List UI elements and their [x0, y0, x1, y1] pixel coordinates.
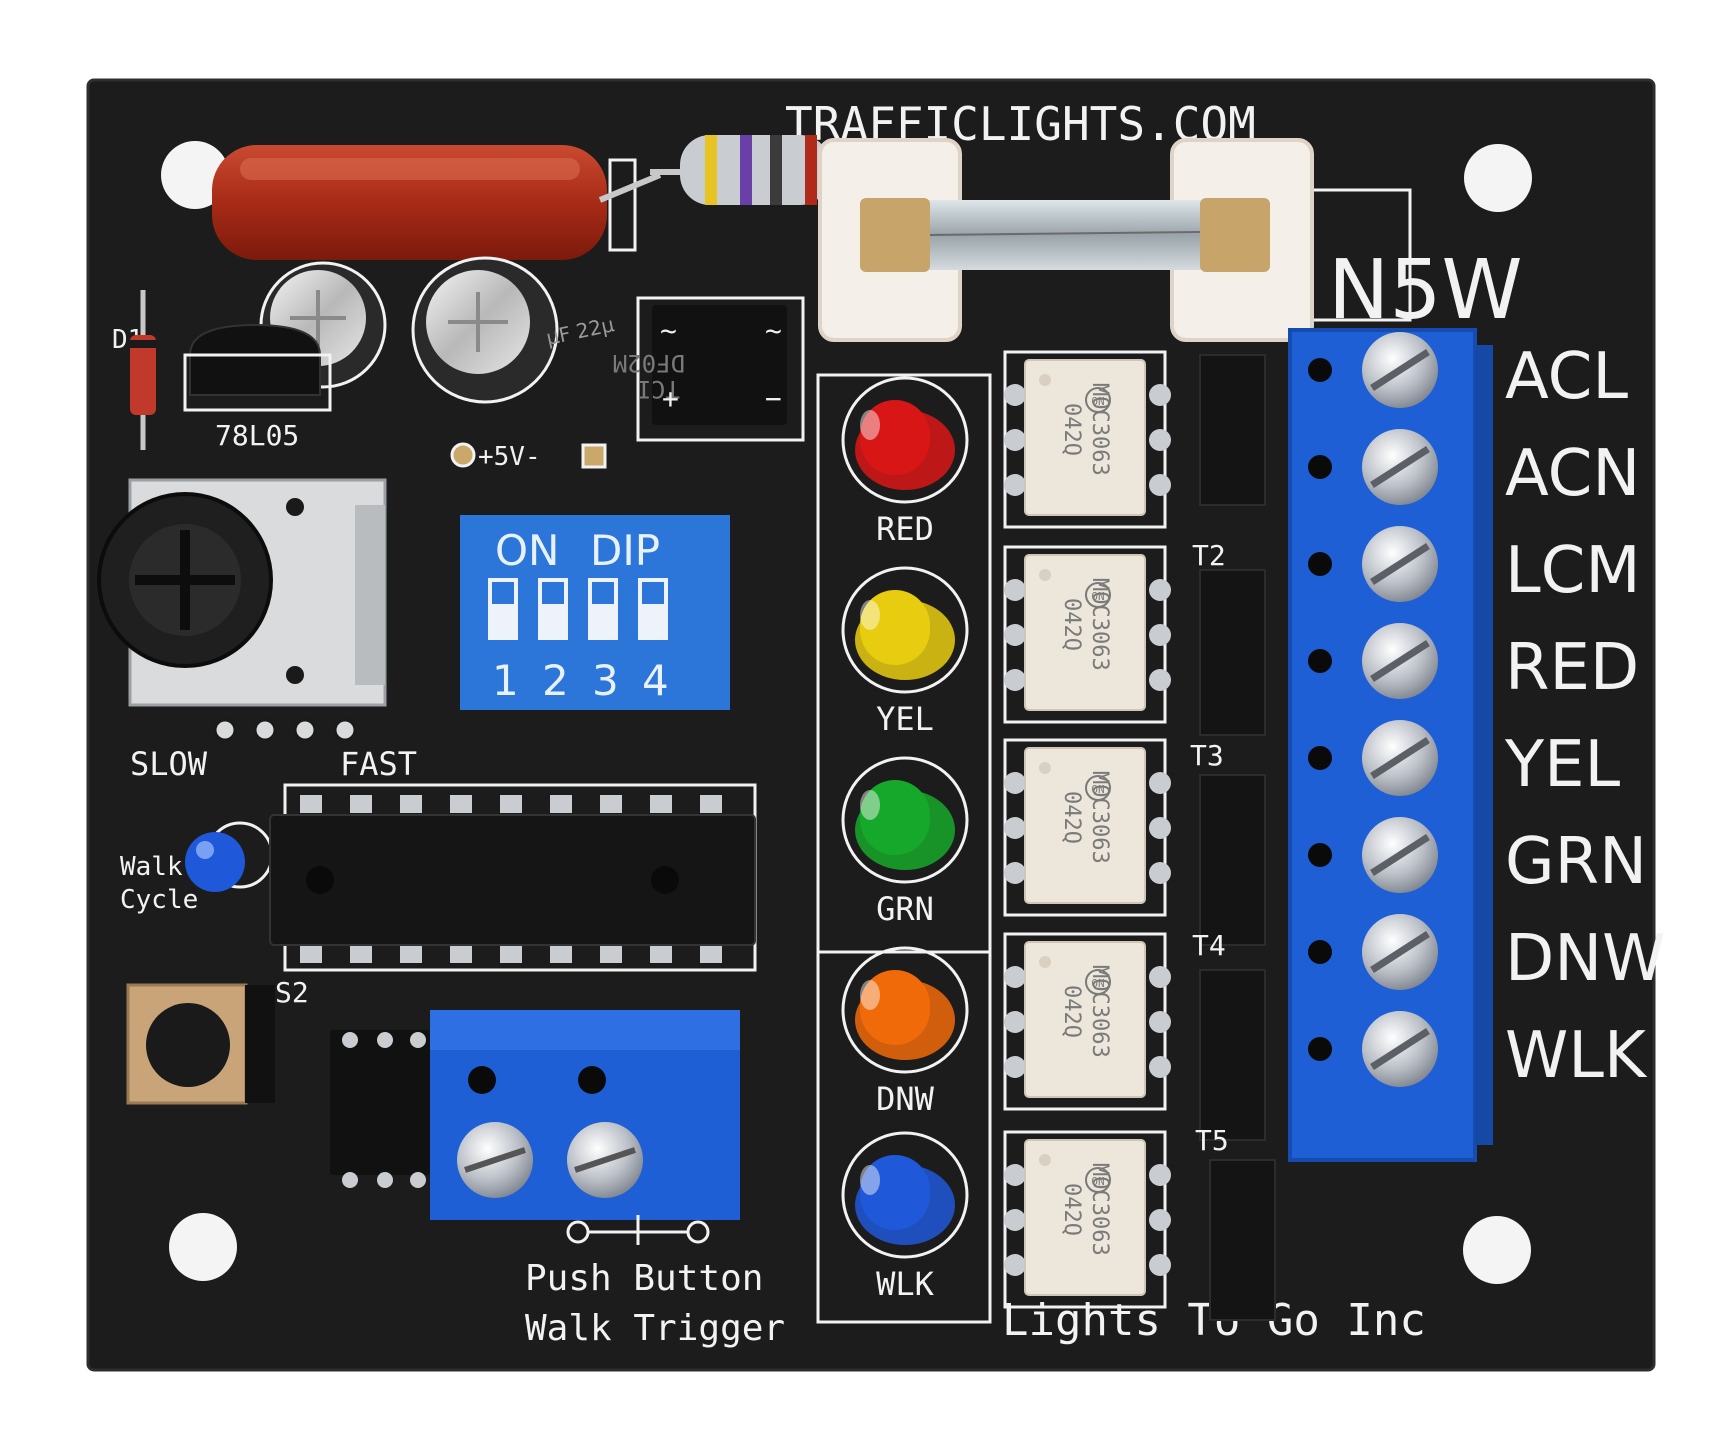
fuse-assembly	[818, 138, 1412, 342]
dip-switch: ON DIP 1 2 3 4	[460, 515, 730, 710]
cycle-label: Cycle	[120, 885, 198, 915]
terminal-lcm: LCM	[1308, 526, 1641, 608]
terminal-grn: GRN	[1308, 817, 1647, 899]
triac-label-t2: T2	[1192, 539, 1226, 572]
slow-label: SLOW	[130, 745, 208, 783]
triac-label-t4: T4	[1192, 929, 1226, 962]
terminal-label: ACL	[1505, 340, 1628, 414]
resistor	[650, 135, 830, 205]
opto-code: 042Q	[1059, 791, 1084, 844]
model-label: N5W	[1328, 243, 1523, 338]
opto-logo: ON	[1091, 590, 1104, 603]
opto-logo: ON	[1091, 977, 1104, 990]
dip-pos-3: 3	[592, 656, 619, 705]
led-grn: GRN	[841, 756, 969, 928]
terminal-screws: ACL ACN LCM RED YEL GRN DNW WLK	[1308, 332, 1665, 1093]
opto-logo: ON	[1091, 1175, 1104, 1188]
led-label: GRN	[876, 890, 934, 928]
triacs: T2 T3 T4 T5	[1190, 354, 1276, 1321]
triac-label-t3: T3	[1190, 739, 1224, 772]
regulator-label: 78L05	[215, 419, 299, 452]
dip-label: DIP	[590, 526, 660, 575]
push-button-legend: Push Button Walk Trigger	[525, 1215, 785, 1349]
supply-label: +5V-	[478, 442, 541, 472]
terminal-dnw: DNW	[1308, 914, 1665, 996]
opto-part: MOC3063	[1087, 771, 1112, 864]
terminal-yel: YEL	[1308, 720, 1621, 802]
led-label: WLK	[876, 1265, 935, 1303]
speed-potentiometer: SLOW FAST	[97, 478, 417, 783]
dip-pos-2: 2	[542, 656, 569, 705]
opto-part: MOC3063	[1087, 383, 1112, 476]
led-label: YEL	[876, 700, 934, 738]
bridge-rectifier: DF02M TCI ~ ~ + −	[613, 296, 805, 442]
push-button-terminal	[430, 1010, 740, 1220]
terminal-label: DNW	[1505, 922, 1665, 996]
opto-logo: ON	[1091, 783, 1104, 796]
terminal-label: RED	[1505, 631, 1639, 705]
terminal-label: LCM	[1505, 534, 1641, 608]
opto-code: 042Q	[1059, 985, 1084, 1038]
dip-pos-1: 1	[492, 656, 519, 705]
rectifier-ac-left: ~	[660, 314, 677, 347]
small-chip	[330, 1030, 430, 1188]
terminal-red: RED	[1308, 623, 1639, 705]
led-label: RED	[876, 510, 934, 548]
diode: D1	[112, 290, 156, 450]
led-column	[816, 373, 992, 1324]
fast-label: FAST	[340, 745, 417, 783]
microcontroller	[269, 783, 757, 972]
led-label: DNW	[876, 1080, 935, 1118]
led-red: RED	[841, 376, 969, 548]
optocouplers: MOC3063042QONMOC3063042QONMOC3063042QONM…	[1003, 350, 1171, 1309]
terminal-label: WLK	[1505, 1019, 1648, 1093]
terminal-wlk: WLK	[1308, 1011, 1648, 1093]
opto-code: 042Q	[1059, 1183, 1084, 1236]
switch-label: S2	[275, 976, 309, 1009]
opto-logo: ON	[1091, 395, 1104, 408]
push-button-label: Push Button	[525, 1258, 763, 1299]
opto-part: MOC3063	[1087, 1163, 1112, 1256]
opto-code: 042Q	[1059, 403, 1084, 456]
led-yel: YEL	[841, 566, 969, 738]
film-capacitor	[212, 145, 662, 260]
opto-part: MOC3063	[1087, 578, 1112, 671]
triac-label-t5: T5	[1195, 1124, 1229, 1157]
opto-code: 042Q	[1059, 598, 1084, 651]
led-wlk: WLK	[841, 1131, 969, 1303]
electrolytic-capacitors: μF 22μ	[259, 256, 617, 404]
terminal-label: ACN	[1505, 437, 1640, 511]
dip-on-label: ON	[495, 526, 559, 575]
dip-pos-4: 4	[642, 656, 669, 705]
rectifier-part-label: DF02M	[613, 349, 685, 377]
rectifier-plus: +	[662, 382, 679, 415]
rectifier-minus: −	[765, 382, 782, 415]
led-dnw: DNW	[841, 946, 969, 1118]
walk-trigger-label: Walk Trigger	[525, 1308, 785, 1349]
terminal-label: YEL	[1504, 728, 1621, 802]
tactile-switch: S2	[126, 976, 309, 1105]
terminal-acn: ACN	[1308, 429, 1640, 511]
opto-part: MOC3063	[1087, 965, 1112, 1058]
walk-label: Walk	[120, 852, 183, 882]
signal-leds: RED YEL GRN DNW WLK	[841, 376, 969, 1303]
rectifier-ac-right: ~	[765, 314, 782, 347]
terminal-acl: ACL	[1308, 332, 1628, 414]
rectifier-marking: TCI	[637, 375, 680, 403]
supply-test-points: +5V-	[450, 442, 607, 472]
terminal-label: GRN	[1505, 825, 1647, 899]
voltage-regulator: 78L05	[183, 323, 332, 452]
walk-cycle-led: Walk Cycle	[120, 821, 274, 915]
